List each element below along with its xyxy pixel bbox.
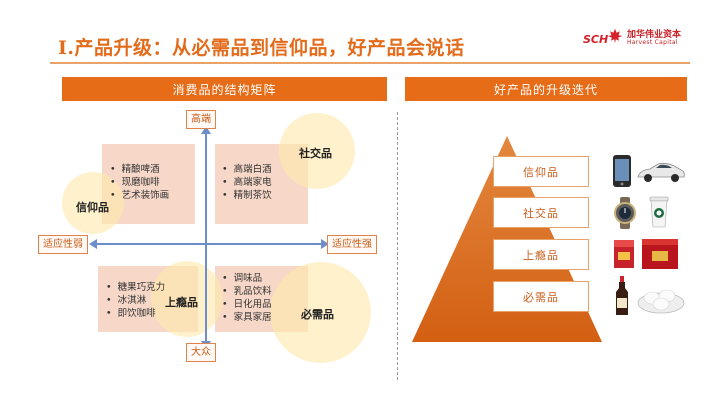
soy-sauce-bottle-icon [616, 276, 628, 315]
matrix-banner: 消费品的结构矩阵 [62, 77, 387, 101]
list-item: 调味品 [222, 272, 272, 285]
axis-label-left: 适应性弱 [38, 235, 88, 254]
logo-english-name: Harvest Capital [627, 39, 678, 46]
circle-necessity [270, 262, 371, 363]
axis-label-right: 适应性强 [327, 235, 377, 254]
list-top-left: 精酿啤酒 现磨咖啡 艺术装饰画 [110, 163, 170, 202]
luxury-watch-icon [614, 197, 636, 229]
list-item: 糖果巧克力 [106, 281, 166, 294]
logo-mark: SCH [583, 33, 609, 46]
list-item: 日化用品 [222, 298, 272, 311]
tier-addictive: 上瘾品 [493, 239, 589, 270]
arrow-up-icon [201, 126, 211, 134]
company-logo: SCH 加华伟业资本 Harvest Capital [583, 27, 693, 51]
tier-belief: 信仰品 [493, 156, 589, 187]
list-item: 高端白酒 [222, 163, 272, 176]
vertical-axis [205, 130, 207, 345]
list-item: 现磨咖啡 [110, 176, 169, 189]
page-title: I.产品升级：从必需品到信仰品，好产品会说话 [58, 37, 465, 59]
tier-social: 社交品 [493, 197, 589, 228]
list-item: 家具家居 [222, 311, 272, 324]
horizontal-axis [95, 243, 323, 245]
list-item: 乳品饮料 [222, 285, 272, 298]
category-social: 社交品 [299, 147, 332, 160]
list-item: 精酿啤酒 [110, 163, 169, 176]
axis-label-top: 高端 [186, 110, 216, 129]
category-necessity: 必需品 [301, 308, 334, 321]
list-item: 即饮咖啡 [106, 307, 165, 320]
dumplings-icon [637, 289, 685, 314]
upgrade-banner: 好产品的升级迭代 [405, 77, 687, 101]
tier-necessity: 必需品 [493, 281, 589, 312]
list-item: 精制茶饮 [222, 189, 272, 202]
smartphone-icon [613, 155, 631, 187]
axis-label-bottom: 大众 [186, 343, 216, 362]
coffee-cup-icon [649, 196, 669, 228]
maple-leaf-icon [607, 28, 623, 44]
panel-divider [397, 112, 398, 380]
list-bottom-left: 糖果巧克力 冰淇淋 即饮咖啡 [106, 281, 166, 320]
category-belief: 信仰品 [76, 201, 109, 214]
list-item: 艺术装饰画 [110, 189, 170, 202]
arrow-left-icon [89, 239, 97, 249]
logo-chinese-name: 加华伟业资本 [627, 30, 682, 40]
cigarette-pack-icon [614, 240, 634, 268]
category-addictive: 上瘾品 [165, 296, 198, 309]
circle-social [279, 113, 355, 189]
sports-car-icon [637, 163, 685, 182]
chocolate-box-icon [642, 239, 678, 269]
list-item: 高端家电 [222, 176, 272, 189]
arrow-right-icon [321, 239, 329, 249]
list-item: 冰淇淋 [106, 294, 165, 307]
title-underline [50, 62, 690, 64]
list-bottom-right: 调味品 乳品饮料 日化用品 家具家居 [222, 272, 272, 324]
list-top-right: 高端白酒 高端家电 精制茶饮 [222, 163, 272, 202]
